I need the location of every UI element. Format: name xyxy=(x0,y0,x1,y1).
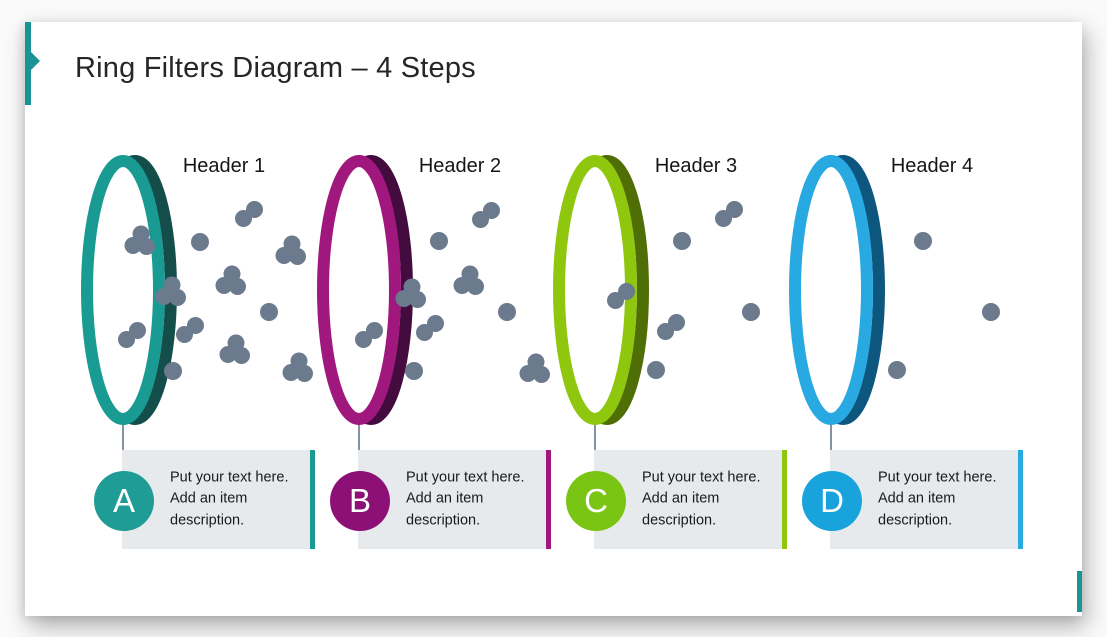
step-letter-badge-4: D xyxy=(802,471,862,531)
particle-single xyxy=(647,361,665,379)
step-letter-badge-1: A xyxy=(94,471,154,531)
filter-ring-2 xyxy=(317,155,413,473)
particle-double xyxy=(416,315,444,341)
particle-single xyxy=(260,303,278,321)
step-description-text: Put your text here. Add an item descript… xyxy=(406,468,525,529)
particle-double xyxy=(118,322,146,348)
step-card-accent-bar xyxy=(1018,450,1023,549)
particle-double xyxy=(715,201,743,227)
particle-triple xyxy=(275,235,306,265)
slide-accent-bar xyxy=(25,22,31,105)
filter-ring-1 xyxy=(81,155,177,473)
step-header-1: Header 1 xyxy=(182,155,266,177)
ring-filters-diagram xyxy=(81,155,1000,473)
particle-single xyxy=(982,303,1000,321)
step-description-text: Put your text here. Add an item descript… xyxy=(642,468,761,529)
particle-triple xyxy=(395,278,426,308)
step-description-card-4: Put your text here. Add an item descript… xyxy=(830,450,1023,549)
particle-double xyxy=(176,317,204,343)
step-card-accent-bar xyxy=(782,450,787,549)
particle-double xyxy=(472,202,500,228)
particle-triple xyxy=(124,225,155,255)
particle-triple xyxy=(155,276,186,306)
particle-double xyxy=(657,314,685,340)
step-description-card-2: Put your text here. Add an item descript… xyxy=(358,450,551,549)
particle-single xyxy=(673,232,691,250)
filter-ring-3 xyxy=(553,155,649,473)
chevron-right-icon xyxy=(30,51,40,71)
step-description-text: Put your text here. Add an item descript… xyxy=(878,468,997,529)
step-header-4: Header 4 xyxy=(890,155,974,177)
particle-triple xyxy=(453,265,484,295)
slide-title: Ring Filters Diagram – 4 Steps xyxy=(75,52,476,84)
step-description-text: Put your text here. Add an item descript… xyxy=(170,468,289,529)
step-header-3: Header 3 xyxy=(654,155,738,177)
step-description-card-3: Put your text here. Add an item descript… xyxy=(594,450,787,549)
filter-ring-4 xyxy=(789,155,885,473)
step-letter-badge-3: C xyxy=(566,471,626,531)
particle-single xyxy=(164,362,182,380)
particle-triple xyxy=(215,265,246,295)
particle-single xyxy=(888,361,906,379)
particle-triple xyxy=(219,334,250,364)
ring-front-edge xyxy=(317,155,401,425)
particle-double xyxy=(355,322,383,348)
particle-double xyxy=(607,283,635,309)
slide-canvas: Ring Filters Diagram – 4 Steps Header 1 P… xyxy=(25,22,1082,616)
step-card-accent-bar xyxy=(546,450,551,549)
step-letter-badge-2: B xyxy=(330,471,390,531)
particle-single xyxy=(405,362,423,380)
particle-single xyxy=(430,232,448,250)
step-card-accent-bar xyxy=(310,450,315,549)
particle-single xyxy=(914,232,932,250)
particle-single xyxy=(191,233,209,251)
particle-triple xyxy=(519,353,550,383)
particle-single xyxy=(498,303,516,321)
slide-accent-bar-bottom xyxy=(1077,571,1082,612)
particle-single xyxy=(742,303,760,321)
particle-double xyxy=(235,201,263,227)
step-header-2: Header 2 xyxy=(418,155,502,177)
ring-front-edge xyxy=(789,155,873,425)
particle-triple xyxy=(282,352,313,382)
step-description-card-1: Put your text here. Add an item descript… xyxy=(122,450,315,549)
ring-front-edge xyxy=(81,155,165,425)
